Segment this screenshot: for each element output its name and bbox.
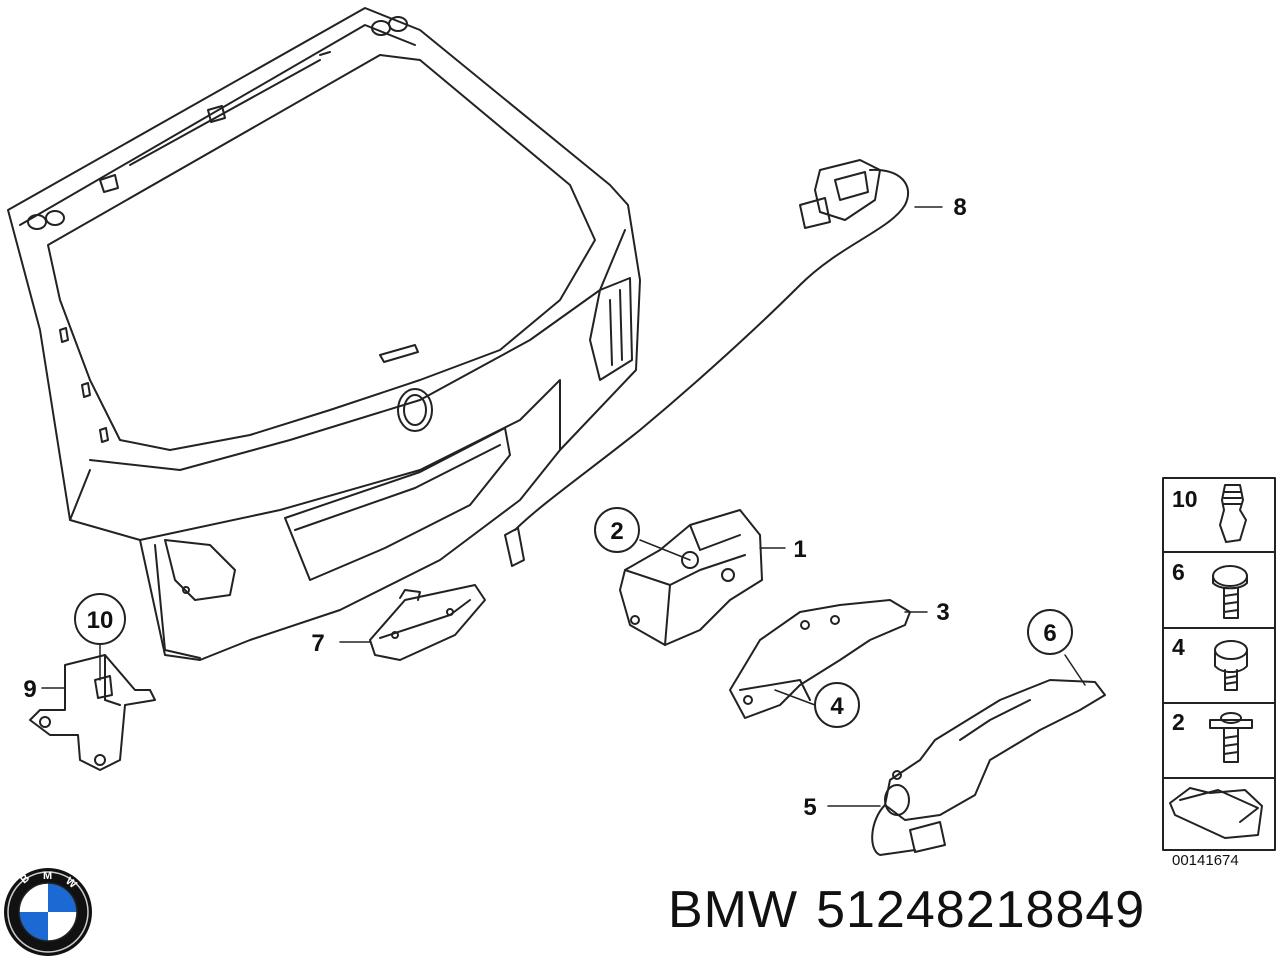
diagram-id: 00141674 — [1172, 852, 1239, 869]
part-3-bracket — [729, 599, 911, 719]
part-5-motor-assembly — [871, 679, 1106, 856]
part-9-bracket — [29, 654, 156, 771]
legend-label-2: 2 — [1172, 709, 1185, 735]
bmw-logo-letter-m: M — [43, 870, 52, 882]
tailgate-outline — [7, 7, 641, 661]
callout-label-5: 5 — [803, 794, 816, 821]
callout-label-8: 8 — [953, 194, 966, 221]
caption-brand: BMW — [668, 881, 799, 939]
part-1-lock-actuator — [619, 509, 763, 646]
callout-circles — [74, 507, 1073, 728]
callout-circle-2 — [594, 507, 640, 553]
legend-label-4: 4 — [1172, 634, 1185, 660]
leader-lines — [41, 206, 1086, 807]
legend-labels: 10 6 4 2 — [1172, 486, 1198, 735]
callout-label-6: 6 — [1043, 620, 1056, 647]
legend-label-6: 6 — [1172, 559, 1185, 585]
fastener-legend — [1162, 477, 1276, 851]
legend-label-10: 10 — [1172, 486, 1198, 512]
callout-label-1: 1 — [793, 536, 806, 563]
callout-circle-6 — [1027, 609, 1073, 655]
callout-label-10: 10 — [87, 607, 114, 634]
callout-label-9: 9 — [23, 676, 36, 703]
part-7-latch — [369, 584, 486, 661]
callout-label-2: 2 — [610, 518, 623, 545]
part-caption: BMW 51248218849 — [668, 880, 1145, 940]
callout-labels: 8 1 2 3 4 5 6 7 9 10 — [23, 194, 1056, 821]
callout-label-7: 7 — [311, 630, 324, 657]
caption-part-number: 51248218849 — [816, 881, 1146, 939]
callout-label-4: 4 — [830, 693, 844, 720]
part-8-handle-cable — [504, 159, 910, 567]
bmw-logo: B M W — [4, 868, 92, 956]
callout-circle-10 — [74, 593, 126, 645]
callout-label-3: 3 — [936, 599, 949, 626]
callout-circle-4 — [814, 682, 860, 728]
